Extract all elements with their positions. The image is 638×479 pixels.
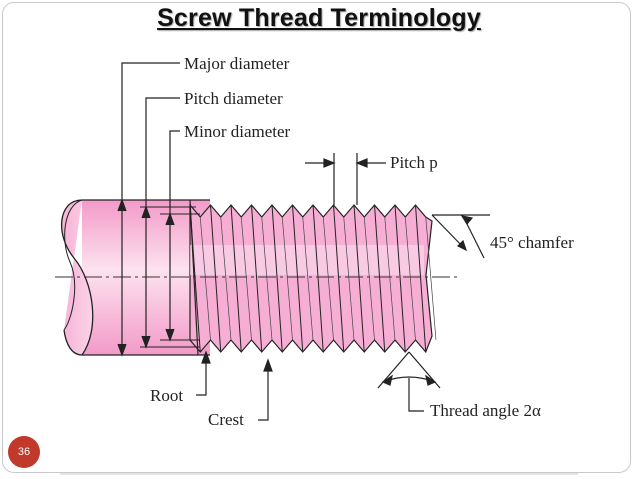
- crest-label: Crest: [208, 410, 244, 429]
- crest-leader: [258, 358, 273, 421]
- minor-diameter-label: Minor diameter: [184, 122, 291, 141]
- diameter-extension-lines: [112, 199, 200, 356]
- pitch-diameter-label: Pitch diameter: [184, 89, 283, 108]
- page-number-badge: 36: [8, 436, 40, 468]
- chamfer-label: 45° chamfer: [490, 233, 574, 252]
- thread-flanks: [189, 199, 437, 356]
- major-diameter-label: Major diameter: [184, 54, 290, 73]
- pitch-label: Pitch p: [390, 153, 438, 172]
- pitch-dimension: [305, 153, 386, 205]
- bottom-rule: [60, 473, 578, 475]
- root-label: Root: [150, 386, 183, 405]
- chamfer-dimension: [431, 214, 490, 259]
- root-leader: [196, 350, 211, 396]
- threaded-body: [189, 203, 433, 354]
- slide-title: Screw Thread Terminology: [157, 4, 481, 32]
- thread-angle-dimension: [377, 351, 441, 412]
- thread-angle-label: Thread angle 2α: [430, 401, 541, 420]
- major-diameter-dimension: [117, 62, 180, 357]
